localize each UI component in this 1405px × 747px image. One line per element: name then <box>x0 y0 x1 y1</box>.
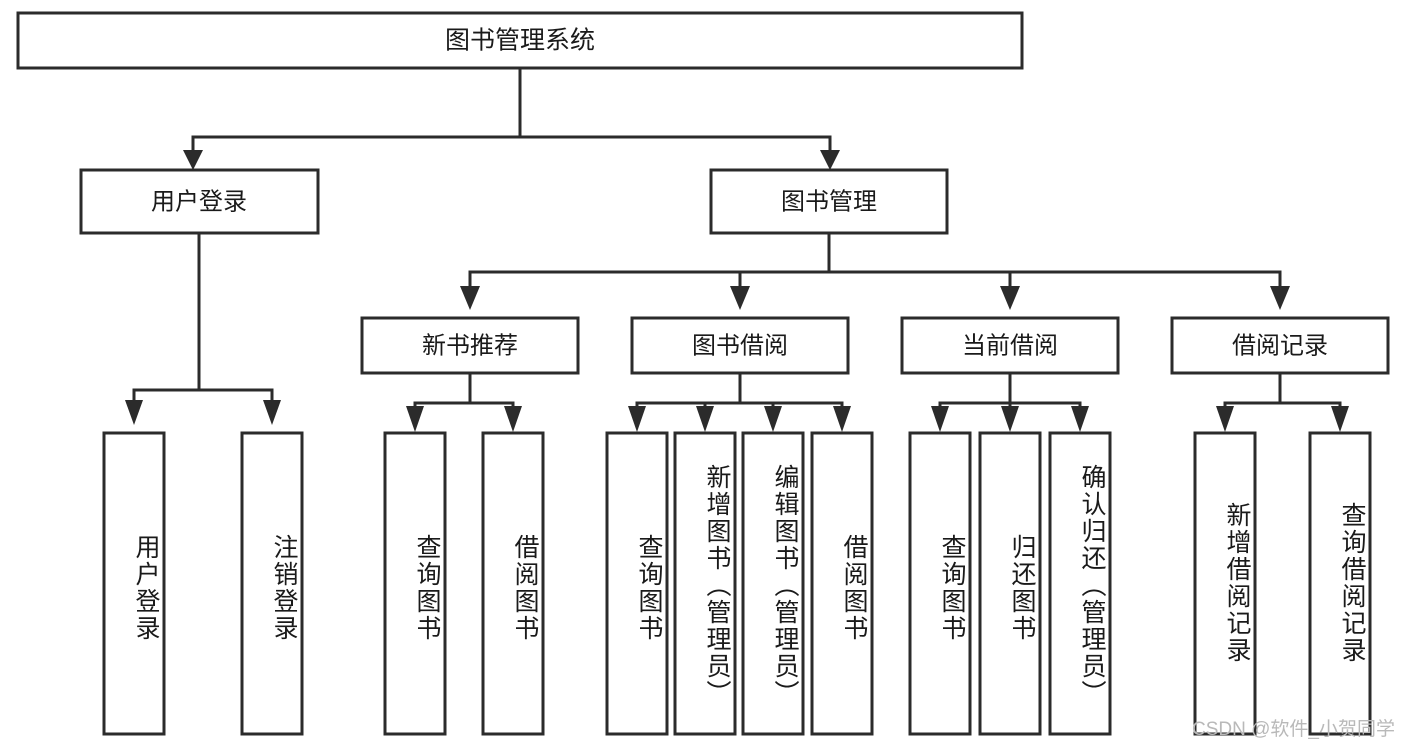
node-borrow-record-box[interactable] <box>1170 316 1390 375</box>
arrowhead-new-book-recommend <box>460 286 480 310</box>
node-borrow-record[interactable]: 借阅记录 <box>1170 316 1390 375</box>
node-book-borrow[interactable]: 图书借阅 <box>630 316 850 375</box>
arrowhead-current-borrow <box>1000 286 1020 310</box>
node-borrow-record-label: 借阅记录 <box>1232 332 1328 359</box>
node-new-book-recommend-label: 新书推荐 <box>422 332 518 359</box>
node-new-book-recommend[interactable]: 新书推荐 <box>360 316 580 375</box>
node-leaf-query-book-2-box[interactable] <box>605 431 669 736</box>
arrowhead-leaf-query-book-2 <box>628 406 646 432</box>
node-current-borrow[interactable]: 当前借阅 <box>900 316 1120 375</box>
node-leaf-borrow-book-1-box[interactable] <box>481 431 545 736</box>
csdn-watermark: CSDN @软件_小贺同学 <box>1192 719 1395 740</box>
node-root-box[interactable] <box>16 11 1024 70</box>
arrowhead-borrow-record <box>1270 286 1290 310</box>
arrowhead-leaf-return-book <box>1001 406 1019 432</box>
arrowhead-leaf-logout-login <box>263 400 281 425</box>
node-user-login-label: 用户登录 <box>151 188 247 215</box>
arrowhead-book-manage <box>820 150 840 170</box>
arrowhead-leaf-edit-book <box>764 406 782 432</box>
node-book-borrow-box[interactable] <box>630 316 850 375</box>
node-current-borrow-box[interactable] <box>900 316 1120 375</box>
arrowhead-leaf-query-book-3 <box>931 406 949 432</box>
node-new-book-recommend-box[interactable] <box>360 316 580 375</box>
node-leaf-edit-book-box[interactable] <box>741 431 805 736</box>
node-leaf-return-book-box[interactable] <box>978 431 1042 736</box>
node-user-login[interactable]: 用户登录 <box>79 168 320 235</box>
arrowhead-leaf-borrow-book-2 <box>833 406 851 432</box>
arrowhead-leaf-add-book <box>696 406 714 432</box>
node-leaf-add-book-box[interactable] <box>673 431 737 736</box>
arrowhead-leaf-query-book-1 <box>406 406 424 432</box>
node-leaf-logout-login-box[interactable] <box>240 431 304 736</box>
arrowhead-user-login <box>183 150 203 170</box>
arrowhead-leaf-confirm-return <box>1071 406 1089 432</box>
node-current-borrow-label: 当前借阅 <box>962 332 1058 359</box>
node-leaf-query-book-3-box[interactable] <box>908 431 972 736</box>
arrowhead-leaf-user-login <box>125 400 143 425</box>
node-book-manage-label: 图书管理 <box>781 188 877 215</box>
arrowhead-leaf-add-record <box>1216 406 1234 432</box>
node-leaf-query-record-box[interactable] <box>1308 431 1372 736</box>
node-root-label: 图书管理系统 <box>445 27 595 55</box>
node-leaf-query-book-1-box[interactable] <box>383 431 447 736</box>
node-book-manage-box[interactable] <box>709 168 949 235</box>
arrowhead-leaf-borrow-book-1 <box>504 406 522 432</box>
arrowhead-leaf-query-record <box>1331 406 1349 432</box>
node-leaf-confirm-return-box[interactable] <box>1048 431 1112 736</box>
node-root[interactable]: 图书管理系统 <box>16 11 1024 70</box>
node-leaf-borrow-book-2-box[interactable] <box>810 431 874 736</box>
node-leaf-user-login-box[interactable] <box>102 431 166 736</box>
node-book-borrow-label: 图书借阅 <box>692 332 788 359</box>
arrowhead-book-borrow <box>730 286 750 310</box>
node-leaf-add-record-box[interactable] <box>1193 431 1257 736</box>
node-book-manage[interactable]: 图书管理 <box>709 168 949 235</box>
